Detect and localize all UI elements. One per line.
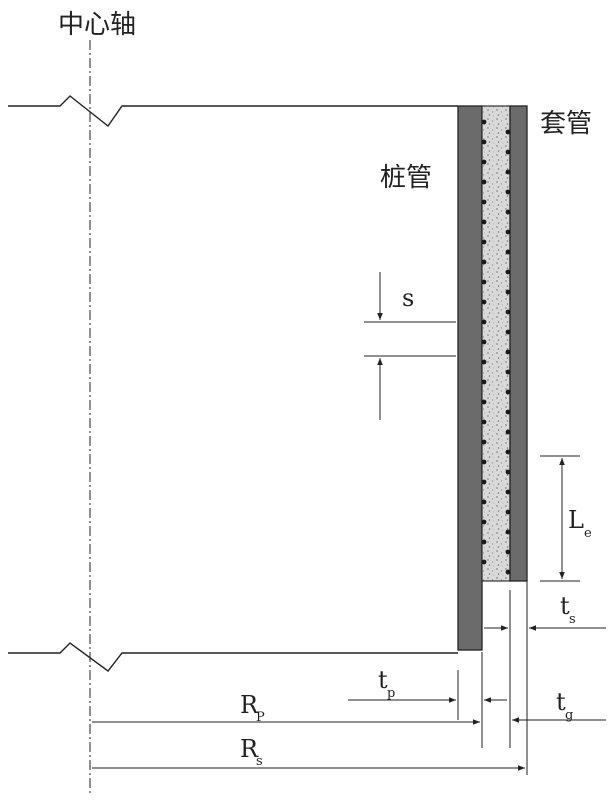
shear-key [505,369,511,375]
shear-key [481,179,487,185]
shear-key [481,339,487,345]
rs-dimension: R s [92,735,525,771]
shear-key [481,299,487,305]
tg-dimension: t g [512,688,606,723]
shear-key [505,409,511,415]
shear-key [481,159,487,165]
shear-key [481,459,487,465]
s-dimension: s [364,272,456,420]
shear-key [505,429,511,435]
shear-key [505,529,511,535]
shear-key [481,419,487,425]
shear-key [481,399,487,405]
shear-key [505,189,511,195]
svg-text:s: s [569,612,576,627]
shear-key [481,139,487,145]
shear-key [505,129,511,135]
shear-key [505,229,511,235]
svg-text:t: t [560,592,570,620]
shear-key [505,309,511,315]
shear-key [505,449,511,455]
svg-text:L: L [568,506,584,534]
svg-text:P: P [256,710,265,725]
shear-key [481,319,487,325]
shear-key [505,269,511,275]
shear-key [505,489,511,495]
bottom-break-line [8,642,458,672]
tp-dimension: t p [348,652,507,748]
svg-text:R: R [240,735,259,763]
casing-label: 套管 [540,109,592,139]
svg-text:p: p [387,686,395,701]
shear-key [481,559,487,565]
svg-text:e: e [584,526,592,541]
shear-key [481,379,487,385]
rp-dimension: R P [92,691,480,725]
shear-key [481,219,487,225]
svg-text:s: s [256,754,263,769]
center-axis-label: 中心轴 [58,10,136,40]
shear-key [505,329,511,335]
shear-key [505,389,511,395]
shear-key [505,469,511,475]
shear-keys [481,119,511,575]
svg-text:s: s [402,284,414,312]
shear-key [505,349,511,355]
shear-key [481,119,487,125]
svg-text:g: g [565,708,573,723]
shear-key [481,199,487,205]
shear-key [481,279,487,285]
svg-text:t: t [556,688,566,716]
shear-key [505,169,511,175]
shear-key [505,569,511,575]
shear-key [505,249,511,255]
pile-pipe-label: 桩管 [380,163,432,193]
shear-key [481,499,487,505]
shear-key [481,439,487,445]
svg-text:R: R [240,691,259,719]
shear-key [481,259,487,265]
shear-key [505,209,511,215]
shear-key [505,149,511,155]
shear-key [481,359,487,365]
shear-key [481,479,487,485]
top-break-line [8,95,458,128]
shear-key [505,549,511,555]
shear-key [505,509,511,515]
shear-key [481,539,487,545]
shear-key [505,289,511,295]
svg-text:t: t [378,666,388,694]
ts-dimension: t s [484,581,606,775]
casing-wall [509,105,528,582]
le-dimension: L e [540,455,592,582]
shear-key [481,239,487,245]
grout-annulus [481,105,511,582]
pile-pipe-wall [457,105,483,651]
shear-key [481,519,487,525]
